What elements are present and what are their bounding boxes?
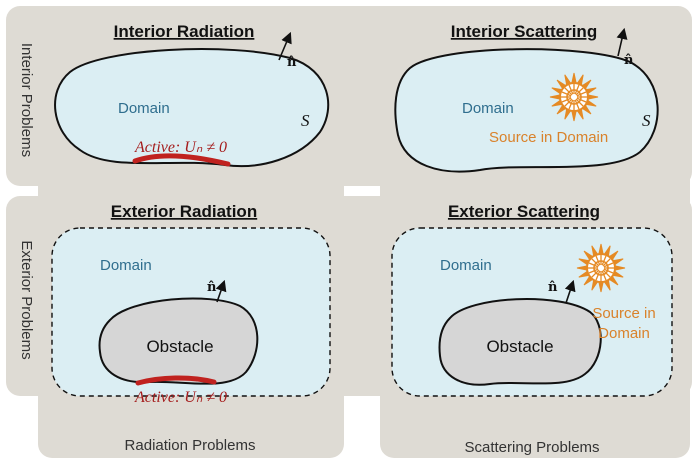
- source-spoke: [576, 91, 587, 97]
- normal-arrow: [616, 27, 628, 57]
- domain-label: Domain: [462, 100, 514, 117]
- source-label-line2: Domain: [598, 325, 650, 342]
- panel-title: Exterior Radiation: [111, 202, 257, 221]
- domain-boundary: [394, 48, 659, 173]
- source-spoke: [591, 269, 600, 278]
- obstacle-label: Obstacle: [486, 337, 553, 356]
- source-spoke: [575, 87, 584, 96]
- source-spoke: [595, 270, 601, 281]
- active-boundary-segment: [132, 153, 231, 167]
- source-label: Source in Domain: [489, 129, 608, 146]
- active-label: Active: Uₙ ≠ 0: [134, 389, 227, 406]
- row-label-interior: Interior Problems: [18, 43, 35, 157]
- normal-arrow: [278, 31, 292, 61]
- source-spoke: [601, 270, 607, 281]
- domain-label: Domain: [118, 100, 170, 117]
- source-spoke: [602, 269, 611, 278]
- source-spoke: [574, 84, 580, 95]
- panel-exterior-scattering: Exterior Scattering Domain Obstacle n̂ S…: [391, 202, 673, 397]
- domain-boundary: [54, 48, 330, 168]
- active-boundary-segment: [135, 375, 217, 386]
- source-spoke: [595, 255, 601, 266]
- source-spoke: [603, 262, 614, 268]
- source-icon: [576, 243, 626, 293]
- source-spoke: [568, 99, 574, 110]
- source-spoke: [588, 268, 599, 274]
- obstacle-label: Obstacle: [146, 337, 213, 356]
- source-spoke: [591, 258, 600, 267]
- source-spoke: [564, 98, 573, 107]
- domain-label: Domain: [100, 257, 152, 274]
- panel-exterior-radiation: Exterior Radiation Domain Obstacle n̂ Ac…: [51, 202, 331, 406]
- source-spoke: [575, 98, 584, 107]
- source-spoke: [561, 91, 572, 97]
- normal-label: n̂: [624, 53, 634, 68]
- boundary-label: S: [301, 111, 310, 130]
- panel-interior-radiation: Interior Radiation n̂ Domain S Active: U…: [54, 22, 330, 168]
- source-icon: [549, 72, 599, 122]
- obstacle-shape: [98, 297, 259, 385]
- row-label-exterior: Exterior Problems: [18, 240, 35, 359]
- source-spoke: [564, 87, 573, 96]
- panel-interior-scattering: Interior Scattering n̂ Domain S Source i…: [394, 22, 659, 173]
- panel-title: Interior Scattering: [451, 22, 597, 41]
- source-spoke: [603, 268, 614, 274]
- source-label-line1: Source in: [592, 305, 655, 322]
- normal-arrow: [215, 279, 227, 303]
- source-spoke: [568, 84, 574, 95]
- obstacle-shape: [438, 298, 602, 386]
- domain-label: Domain: [440, 257, 492, 274]
- source-spoke: [601, 255, 607, 266]
- active-label: Active: Uₙ ≠ 0: [134, 139, 227, 156]
- source-spoke: [574, 99, 580, 110]
- source-spoke: [602, 258, 611, 267]
- normal-label: n̂: [548, 280, 558, 295]
- column-label-radiation: Radiation Problems: [125, 437, 256, 454]
- source-spoke: [561, 97, 572, 103]
- normal-label: n̂: [207, 280, 217, 295]
- column-label-scattering: Scattering Problems: [464, 439, 599, 456]
- normal-label: n̂: [287, 55, 297, 70]
- panel-title: Exterior Scattering: [448, 202, 600, 221]
- panel-title: Interior Radiation: [114, 22, 255, 41]
- normal-arrow: [564, 279, 576, 304]
- boundary-label: S: [642, 111, 651, 130]
- source-spoke: [576, 97, 587, 103]
- source-spoke: [588, 262, 599, 268]
